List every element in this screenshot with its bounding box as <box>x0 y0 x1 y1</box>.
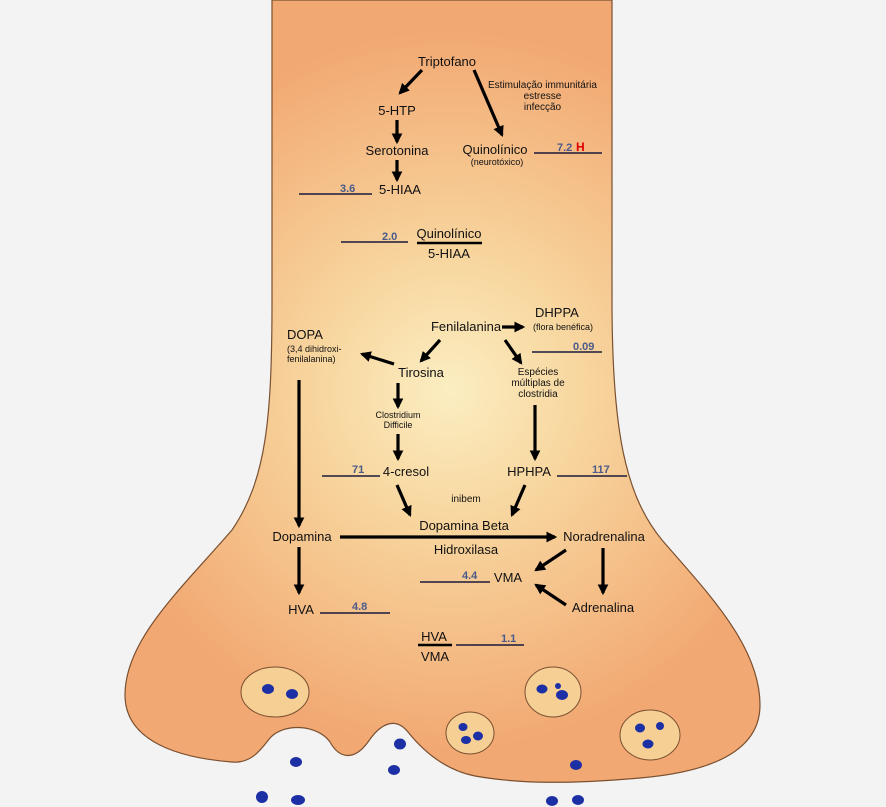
arrow-trip-quin <box>472 69 504 137</box>
label-noradrenalina: Noradrenalina <box>563 529 645 544</box>
ratio-hva-numerator: HVA <box>421 629 447 644</box>
label-hphpa: HPHPA <box>507 464 551 479</box>
value-hva: 4.8 <box>352 601 368 613</box>
label-neurotoxico: (neurotóxico) <box>470 157 524 167</box>
label-dhppa: DHPPA <box>535 305 579 320</box>
arrow-trip-5htp <box>398 68 424 95</box>
vesicles <box>240 666 681 761</box>
value-hva-vma-ratio: 1.1 <box>501 633 517 645</box>
arrow-fen-tir <box>419 338 442 363</box>
value-quinolinico: 7.2 <box>557 142 573 154</box>
arrow-hphpa-dbh <box>510 484 527 517</box>
label-5htp: 5-HTP <box>378 103 416 118</box>
neuron-body <box>124 0 761 783</box>
value-hphpa: 117 <box>592 464 610 476</box>
label-serotonina: Serotonina <box>365 143 429 158</box>
label-estimulacao: Estimulação immunitária estresse infecçã… <box>488 80 597 113</box>
label-dopamina-beta: Dopamina Beta <box>419 518 509 533</box>
vesicle <box>619 709 681 761</box>
pathway-arrows <box>293 68 609 607</box>
value-quin-hiaa-ratio: 2.0 <box>382 231 398 243</box>
arrow-cresol-dbh <box>395 484 412 517</box>
vesicle <box>445 711 495 755</box>
vesicle <box>524 666 582 718</box>
label-5hiaa: 5-HIAA <box>379 182 421 197</box>
label-triptofano: Triptofano <box>417 54 477 69</box>
label-dopa: DOPA <box>287 327 323 342</box>
label-hidroxilasa: Hidroxilasa <box>433 542 499 557</box>
arrow-tir-dopa <box>359 351 395 366</box>
label-vma: VMA <box>493 570 523 585</box>
ratio-quinolinico-numerator: Quinolínico <box>416 226 482 241</box>
value-5hiaa: 3.6 <box>340 183 356 195</box>
label-fenilalanina: Fenilalanina <box>430 319 502 334</box>
flag-high-quinolinico: H <box>576 140 585 154</box>
label-4-cresol: 4-cresol <box>382 464 430 479</box>
neurotransmitter-dots <box>256 683 664 806</box>
value-4-cresol: 71 <box>352 464 365 476</box>
label-dopa-sub: (3,4 dihidroxi- fenilalanina) <box>287 344 342 364</box>
arrow-adren-vma <box>534 583 567 607</box>
label-tirosina: Tirosina <box>398 365 444 380</box>
value-vma: 4.4 <box>462 570 478 582</box>
value-underlines <box>299 152 627 646</box>
ratio-vma-denominator: VMA <box>420 649 450 664</box>
arrow-fen-esp <box>503 339 523 365</box>
label-especies-clostridia: Espécies múltiplas de clostridia <box>511 367 565 400</box>
fraction-bars <box>417 241 482 647</box>
vesicle <box>240 666 310 718</box>
label-hva: HVA <box>288 602 314 617</box>
label-clostridium-difficile: Clostridium Difficile <box>375 410 421 430</box>
label-adrenalina: Adrenalina <box>571 600 635 615</box>
ratio-5hiaa-denominator: 5-HIAA <box>428 246 470 261</box>
value-dhppa: 0.09 <box>573 341 595 353</box>
arrow-nora-vma <box>534 548 567 572</box>
label-dopamina: Dopamina <box>272 529 332 544</box>
label-inibem: inibem <box>451 494 481 505</box>
label-quinolinico: Quinolínico <box>462 142 528 157</box>
label-flora-benefica: (flora benéfica) <box>533 322 594 332</box>
